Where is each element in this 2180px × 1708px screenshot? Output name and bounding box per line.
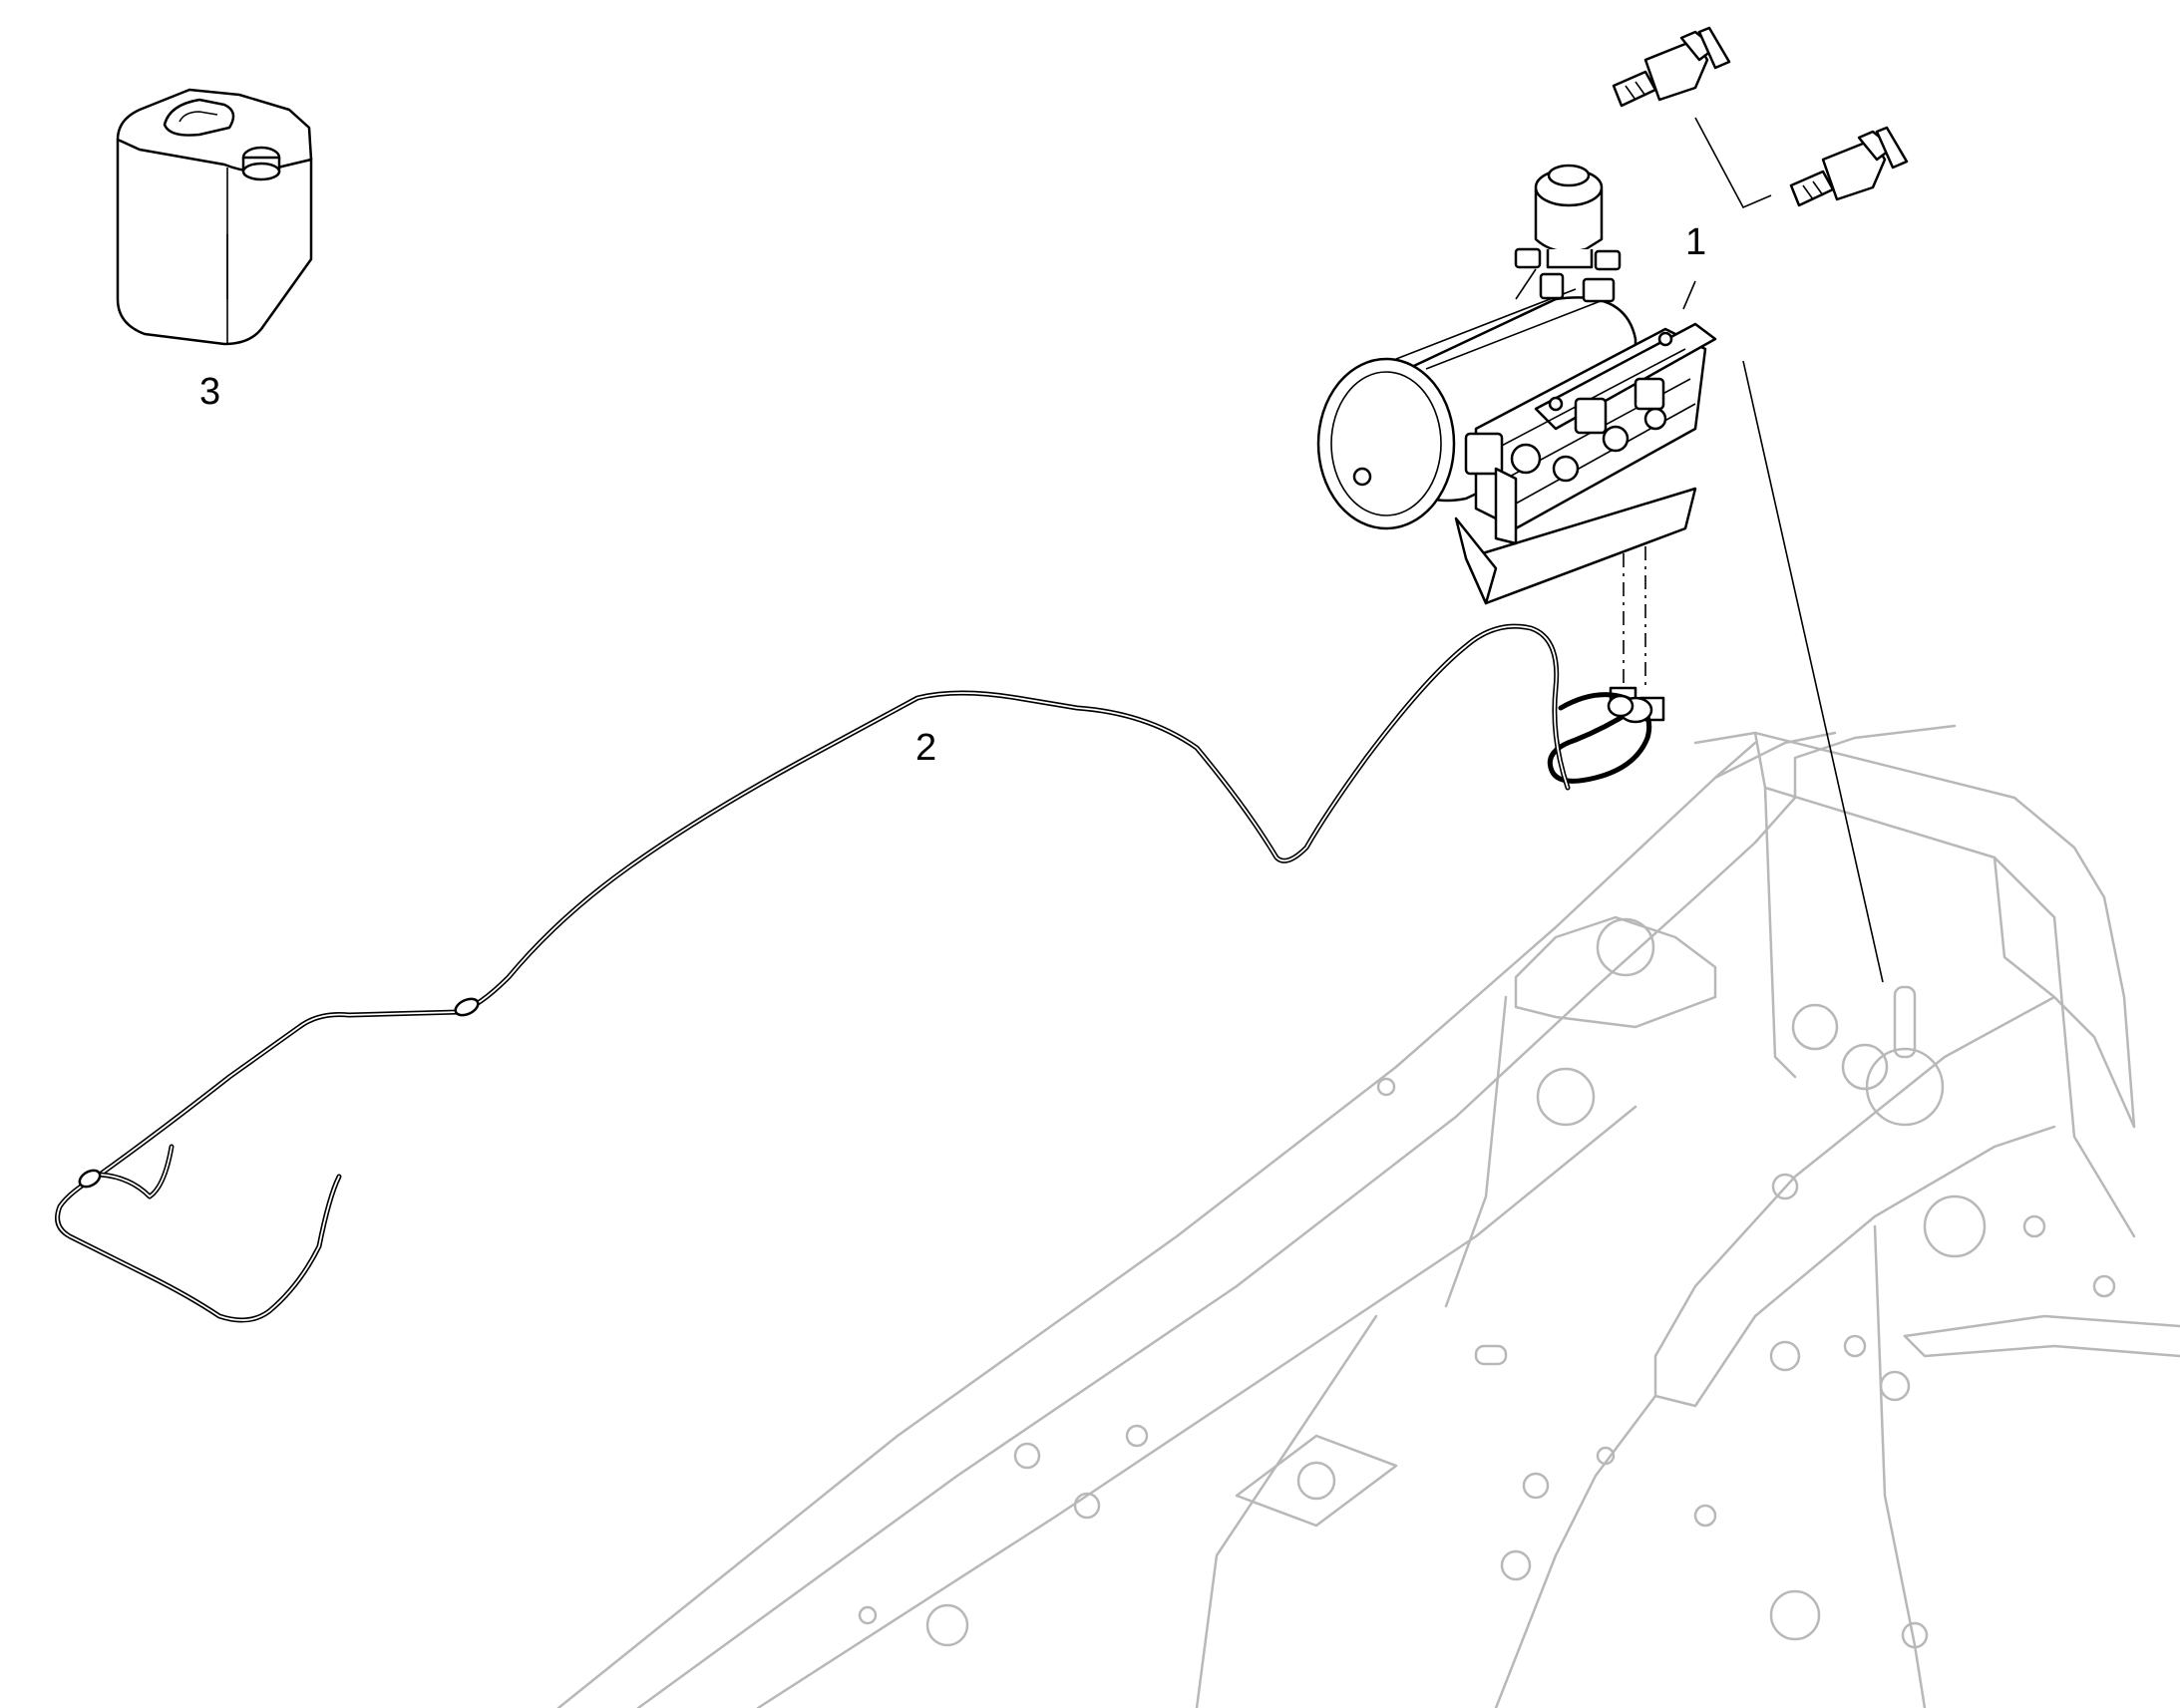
quick-coupling-icon: [1612, 26, 1909, 209]
callout-3: 3: [199, 371, 220, 413]
canister-icon: [116, 88, 313, 346]
hose-icon: [55, 623, 1653, 1323]
callout-1-leader-frame: [1742, 360, 1884, 983]
callout-1-leader: [1682, 280, 1696, 310]
machine-frame-icon: [556, 724, 2180, 1708]
callout-1: 1: [1685, 221, 1706, 263]
callout-2: 2: [915, 727, 936, 769]
air-tank-assembly-icon: [1316, 164, 1717, 722]
